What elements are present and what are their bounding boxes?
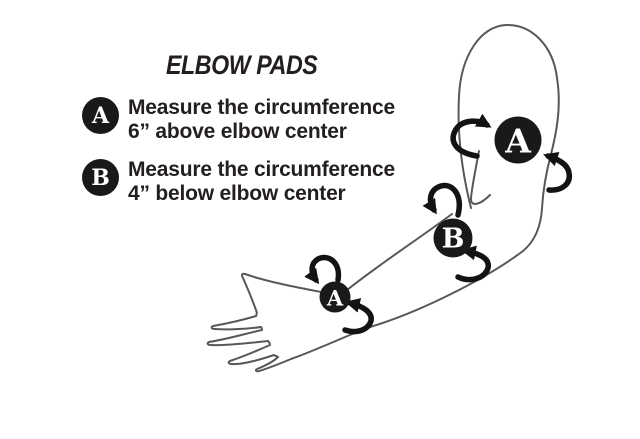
- marker-wrist-a-label: A: [326, 286, 344, 311]
- legend-a-line1: Measure the circumference: [128, 96, 395, 119]
- legend-badge-b: B: [82, 159, 119, 196]
- wrap-arrow-above-wrist-icon: [304, 254, 342, 285]
- wrap-arrow-upper-arm-right-icon: [543, 152, 573, 193]
- wrap-arrow-below-elbow-marker-icon: [455, 245, 491, 283]
- legend-badge-a: A: [82, 97, 119, 134]
- wrap-arrow-above-elbow-marker-icon: [422, 182, 462, 218]
- legend-b-line2: 4” below elbow center: [128, 182, 346, 205]
- marker-below-elbow-b-circle: [433, 218, 473, 258]
- marker-wrist-a-circle: [319, 281, 351, 313]
- elbow-crease-line: [470, 150, 491, 205]
- legend-b-line1: Measure the circumference: [128, 158, 395, 181]
- marker-wrist-a: A: [319, 281, 351, 313]
- arm-outline: [206, 23, 560, 373]
- marker-upper-arm-a: A: [494, 116, 542, 164]
- wrap-arrow-below-wrist-icon: [342, 298, 374, 335]
- legend-a-line2: 6” above elbow center: [128, 120, 347, 143]
- marker-upper-arm-a-label: A: [504, 122, 531, 161]
- marker-below-elbow-b-label: B: [442, 224, 465, 255]
- marker-below-elbow-b: B: [433, 218, 473, 258]
- wrap-arrow-upper-arm-left-icon: [450, 113, 492, 159]
- page-title: ELBOW PADS: [166, 50, 318, 80]
- marker-upper-arm-a-circle: [494, 116, 542, 164]
